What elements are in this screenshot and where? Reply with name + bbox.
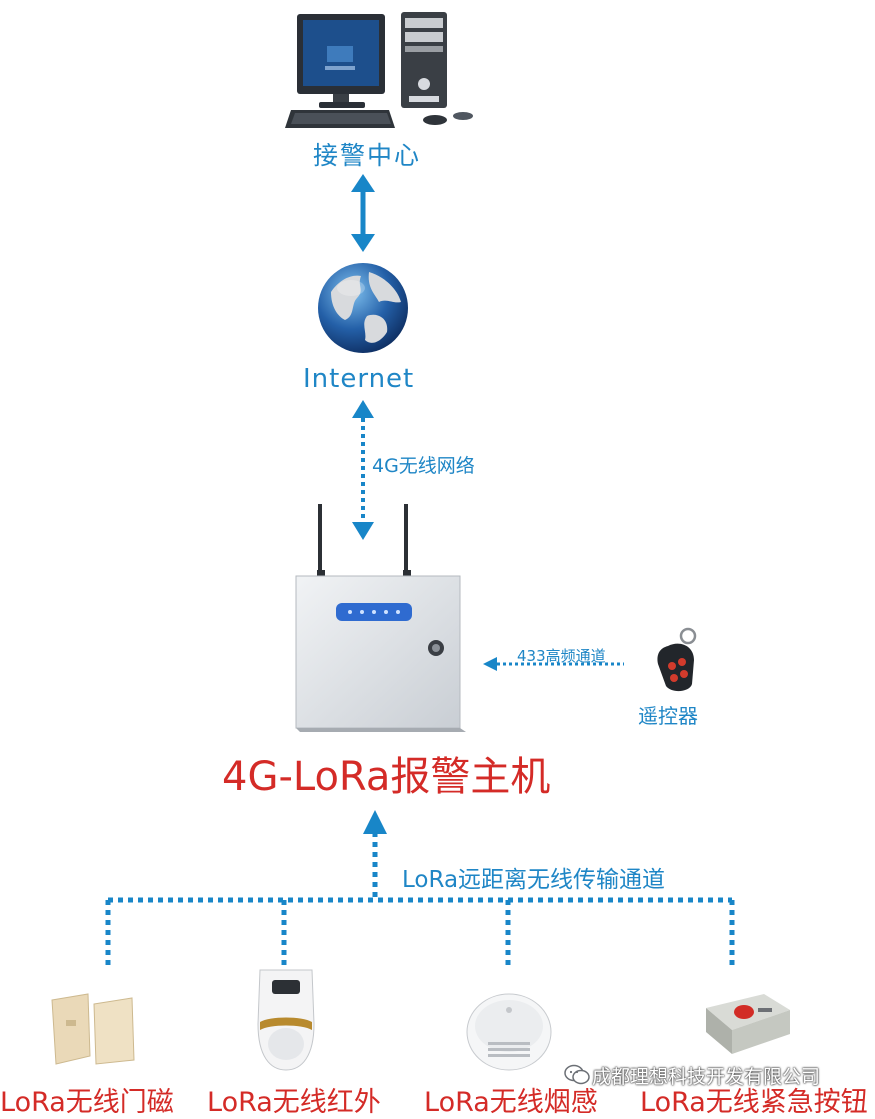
desktop-computer-icon — [285, 12, 473, 128]
internet-host-arrow — [352, 400, 374, 540]
rf-433-label: 433高频通道 — [517, 647, 606, 665]
host-label: 4G-LoRa报警主机 — [222, 754, 551, 800]
wechat-icon — [564, 1064, 590, 1085]
sensor-label-smoke: LoRa无线烟感 — [424, 1087, 598, 1118]
lora-channel-label: LoRa远距离无线传输通道 — [402, 867, 666, 893]
infrared-motion-detector-icon — [257, 969, 315, 1071]
center-internet-arrow — [351, 174, 375, 252]
alarm-center-label: 接警中心 — [313, 141, 422, 170]
remote-label: 遥控器 — [638, 704, 698, 728]
globe-icon — [318, 263, 408, 353]
watermark-text: 成都理想科技开发有限公司 — [592, 1066, 821, 1088]
door-magnet-sensor-icon — [51, 993, 135, 1065]
internet-label: Internet — [303, 364, 415, 394]
lora-bus — [105, 810, 735, 965]
emergency-button-icon — [706, 994, 790, 1054]
sensor-label-door: LoRa无线门磁 — [0, 1087, 174, 1118]
net-4g-label: 4G无线网络 — [372, 455, 475, 477]
sensor-label-emergency: LoRa无线紧急按钮 — [640, 1087, 868, 1118]
smoke-detector-icon — [466, 993, 552, 1071]
alarm-host-box-icon — [295, 504, 466, 732]
remote-key-fob-icon — [657, 627, 697, 692]
sensor-label-infrared: LoRa无线红外 — [207, 1087, 381, 1118]
remote-host-arrow — [483, 657, 624, 671]
